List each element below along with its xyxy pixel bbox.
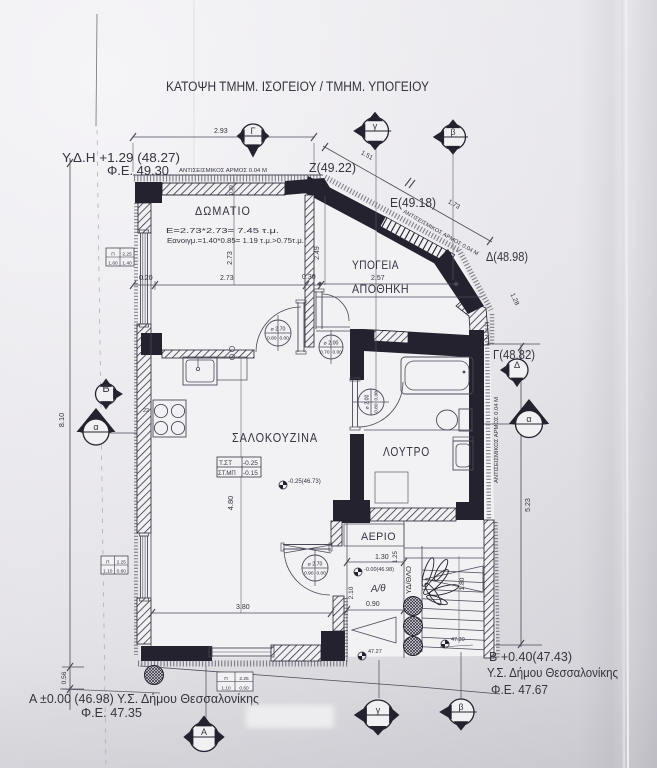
svg-text:ΑΠΟΘΗΚΗ: ΑΠΟΘΗΚΗ [352, 282, 409, 296]
svg-text:Εανοιγμ.=1.40*0.85= 1.19 τ.μ.>: Εανοιγμ.=1.40*0.85= 1.19 τ.μ.>0.75τ.μ. [167, 236, 304, 245]
svg-text:2.73: 2.73 [227, 251, 234, 265]
svg-text:Ε(49.18): Ε(49.18) [390, 196, 436, 210]
svg-text:γ: γ [373, 121, 378, 131]
svg-text:Γ: Γ [251, 126, 256, 136]
svg-text:1.25: 1.25 [393, 551, 399, 563]
svg-text:Ζ(49.22): Ζ(49.22) [309, 161, 356, 175]
svg-text:-0.00(46.98): -0.00(46.98) [364, 567, 394, 573]
svg-text:ΣΑΛΟΚΟΥΖΙΝΑ: ΣΑΛΟΚΟΥΖΙΝΑ [232, 431, 318, 445]
svg-text:ΥΔ/ΘΛΟ: ΥΔ/ΘΛΟ [404, 566, 413, 594]
svg-text:ΚΑΤΟΨΗ ΤΜΗΜ. ΙΣΟΓΕΙΟΥ / ΤΜΗΜ.: ΚΑΤΟΨΗ ΤΜΗΜ. ΙΣΟΓΕΙΟΥ / ΤΜΗΜ. ΥΠΟΓΕΙΟΥ [166, 79, 429, 94]
svg-text:Γ(48.82): Γ(48.82) [493, 348, 535, 362]
svg-text:0.00: 0.00 [317, 571, 327, 577]
svg-text:0.20: 0.20 [139, 275, 153, 282]
svg-text:Υ.Δ.Η +1.29 (48.27): Υ.Δ.Η +1.29 (48.27) [62, 150, 180, 165]
svg-text:1.60: 1.60 [108, 261, 118, 267]
svg-text:1.30: 1.30 [375, 554, 389, 561]
svg-text:⌀ 2.70: ⌀ 2.70 [271, 327, 286, 333]
svg-text:0.60: 0.60 [117, 569, 127, 575]
svg-text:0.00: 0.00 [280, 336, 290, 342]
svg-text:0.00: 0.00 [374, 391, 380, 401]
svg-text:Π: Π [224, 676, 228, 682]
svg-text:8.10: 8.10 [57, 413, 66, 428]
svg-text:47.39: 47.39 [451, 637, 465, 643]
svg-text:Φ.Ε. 47.67: Φ.Ε. 47.67 [491, 682, 548, 697]
svg-text:5.23: 5.23 [525, 498, 532, 512]
svg-text:⌀ 2.00: ⌀ 2.00 [365, 395, 371, 410]
svg-text:0.00: 0.00 [333, 350, 343, 356]
svg-text:-0.15: -0.15 [243, 470, 258, 477]
svg-text:Δ: Δ [514, 360, 521, 371]
svg-text:4.80: 4.80 [226, 496, 235, 511]
svg-text:β: β [458, 702, 463, 712]
svg-text:2.25: 2.25 [239, 676, 249, 682]
svg-text:ΑΝΤΙΣΕΙΣΜΙΚΟΣ ΑΡΜΟΣ 0.04 Μ: ΑΝΤΙΣΕΙΣΜΙΚΟΣ ΑΡΜΟΣ 0.04 Μ [179, 168, 267, 174]
svg-text:ΑΝΤΙΣΕΙΣΜΙΚΟΣ ΑΡΜΟΣ 0.04 Μ: ΑΝΤΙΣΕΙΣΜΙΚΟΣ ΑΡΜΟΣ 0.04 Μ [494, 397, 500, 483]
svg-text:ΛΟΥΤΡΟ: ΛΟΥΤΡΟ [383, 445, 430, 459]
svg-text:Δ(48.98): Δ(48.98) [486, 250, 528, 264]
svg-text:Φ.Ε. 47.35: Φ.Ε. 47.35 [81, 705, 142, 720]
svg-text:γ: γ [376, 705, 381, 715]
svg-text:α: α [526, 414, 531, 424]
svg-text:1.10: 1.10 [221, 686, 231, 692]
svg-text:2.49: 2.49 [314, 246, 321, 260]
svg-text:0.80: 0.80 [267, 336, 277, 342]
svg-text:0.90: 0.90 [366, 601, 380, 608]
svg-text:1.73: 1.73 [446, 199, 461, 211]
svg-text:1.10: 1.10 [103, 569, 113, 575]
svg-text:Α ±0.00 (46.98) Υ.Σ. Δήμου Θεσ: Α ±0.00 (46.98) Υ.Σ. Δήμου Θεσσαλονίκης [29, 692, 259, 706]
svg-text:Φ.Ε. 49.30: Φ.Ε. 49.30 [107, 163, 169, 178]
svg-text:2.93: 2.93 [214, 128, 228, 135]
svg-text:Α/θ: Α/θ [369, 583, 386, 595]
svg-text:Ε=2.73*2.73= 7.45 τ.μ.: Ε=2.73*2.73= 7.45 τ.μ. [166, 226, 279, 235]
svg-text:22: 22 [143, 408, 149, 414]
svg-text:1.40: 1.40 [122, 261, 132, 267]
svg-text:β: β [450, 127, 455, 137]
svg-text:47.27: 47.27 [368, 649, 382, 655]
svg-text:2.25: 2.25 [117, 560, 127, 566]
svg-text:ΑΕΡΙΟ: ΑΕΡΙΟ [361, 531, 396, 543]
svg-text:2.25: 2.25 [122, 252, 132, 258]
svg-text:1.51: 1.51 [359, 150, 374, 162]
svg-text:⌀ 2.00: ⌀ 2.00 [324, 341, 339, 347]
svg-text:-0.25(46.73): -0.25(46.73) [288, 479, 321, 485]
svg-text:0.60: 0.60 [239, 686, 249, 692]
svg-text:ΔΩΜΑΤΙΟ: ΔΩΜΑΤΙΟ [195, 204, 251, 218]
svg-text:0.29: 0.29 [229, 185, 235, 195]
svg-text:ΥΠΟΓΕΙΑ: ΥΠΟΓΕΙΑ [352, 258, 399, 272]
svg-text:Υ.Σ. Δήμου Θεσσαλονίκης: Υ.Σ. Δήμου Θεσσαλονίκης [487, 666, 618, 680]
svg-text:1.80: 1.80 [459, 577, 466, 590]
svg-text:Β: Β [102, 383, 109, 395]
svg-text:0.70: 0.70 [320, 350, 330, 356]
svg-text:-0.25: -0.25 [243, 460, 258, 467]
svg-text:2.57: 2.57 [371, 275, 385, 282]
svg-text:0.56: 0.56 [61, 671, 68, 684]
svg-text:2.73: 2.73 [220, 275, 234, 282]
svg-text:3.80: 3.80 [236, 604, 250, 611]
svg-text:0.80: 0.80 [374, 403, 380, 413]
svg-text:Π: Π [111, 252, 115, 258]
svg-text:Τ.ΣΤ: Τ.ΣΤ [219, 460, 232, 467]
svg-text:0.90: 0.90 [304, 571, 314, 577]
svg-text:Π: Π [106, 560, 110, 566]
svg-text:2.10: 2.10 [348, 586, 355, 599]
svg-text:⌀ 2.70: ⌀ 2.70 [308, 562, 323, 568]
svg-text:ΣΤ.ΜΠ: ΣΤ.ΜΠ [218, 471, 236, 477]
svg-text:Α: Α [201, 727, 207, 737]
svg-text:0.30: 0.30 [302, 274, 316, 281]
svg-text:Β +0.40(47.43): Β +0.40(47.43) [489, 649, 572, 664]
svg-text:1.28: 1.28 [509, 292, 521, 307]
svg-text:α: α [93, 422, 98, 432]
